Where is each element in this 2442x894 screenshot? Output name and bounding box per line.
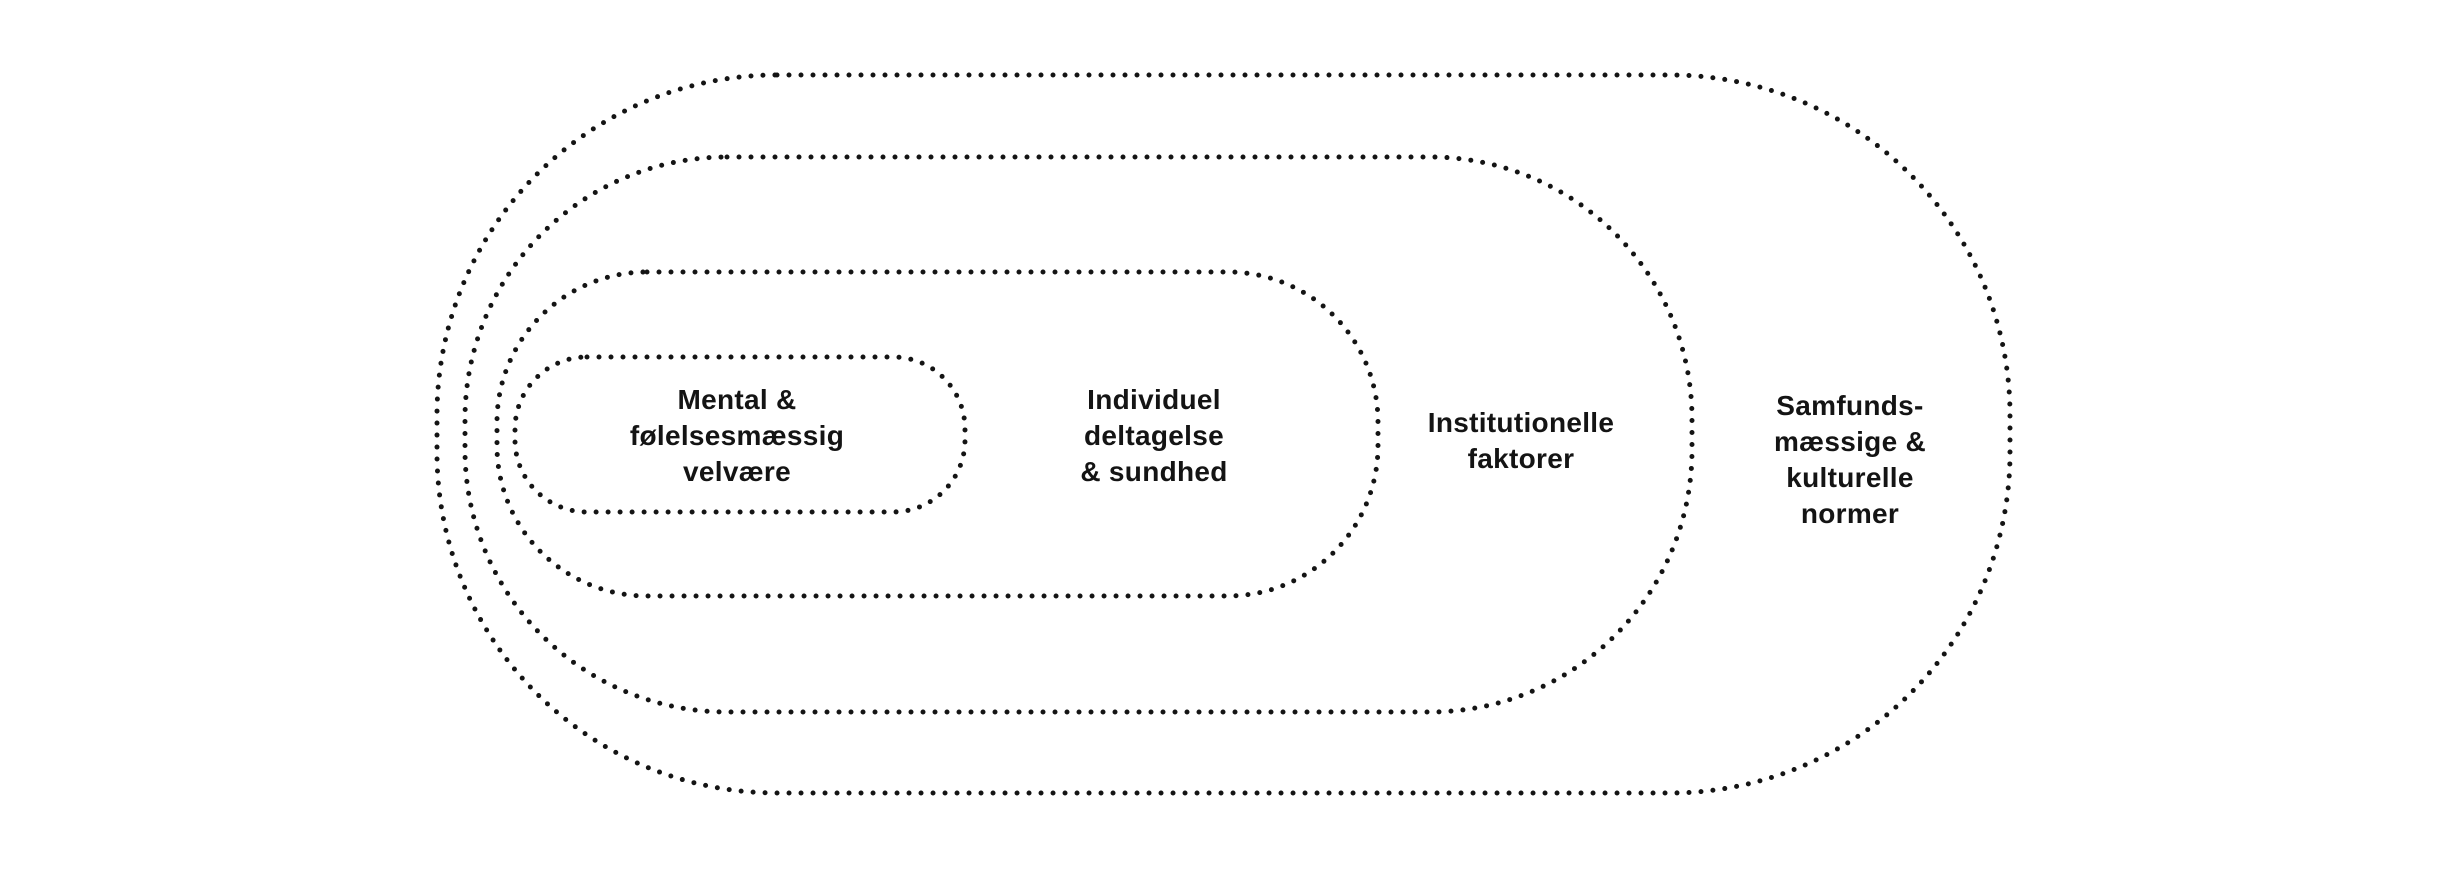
- label-individual-participation-health: Individuel deltagelse & sundhed: [1080, 384, 1228, 487]
- ring-institutional-factors: [462, 154, 1695, 715]
- label-institutional-factors: Institutionelle faktorer: [1427, 407, 1615, 474]
- ring-mental-emotional-wellbeing: [512, 354, 968, 515]
- ring-societal-cultural-norms: [434, 72, 2013, 796]
- label-societal-cultural-norms: Samfunds- mæssige & kulturelle normer: [1773, 390, 1927, 529]
- ring-individual-participation-health: [494, 269, 1381, 599]
- label-mental-emotional-wellbeing: Mental & følelsesmæssig velvære: [629, 384, 845, 487]
